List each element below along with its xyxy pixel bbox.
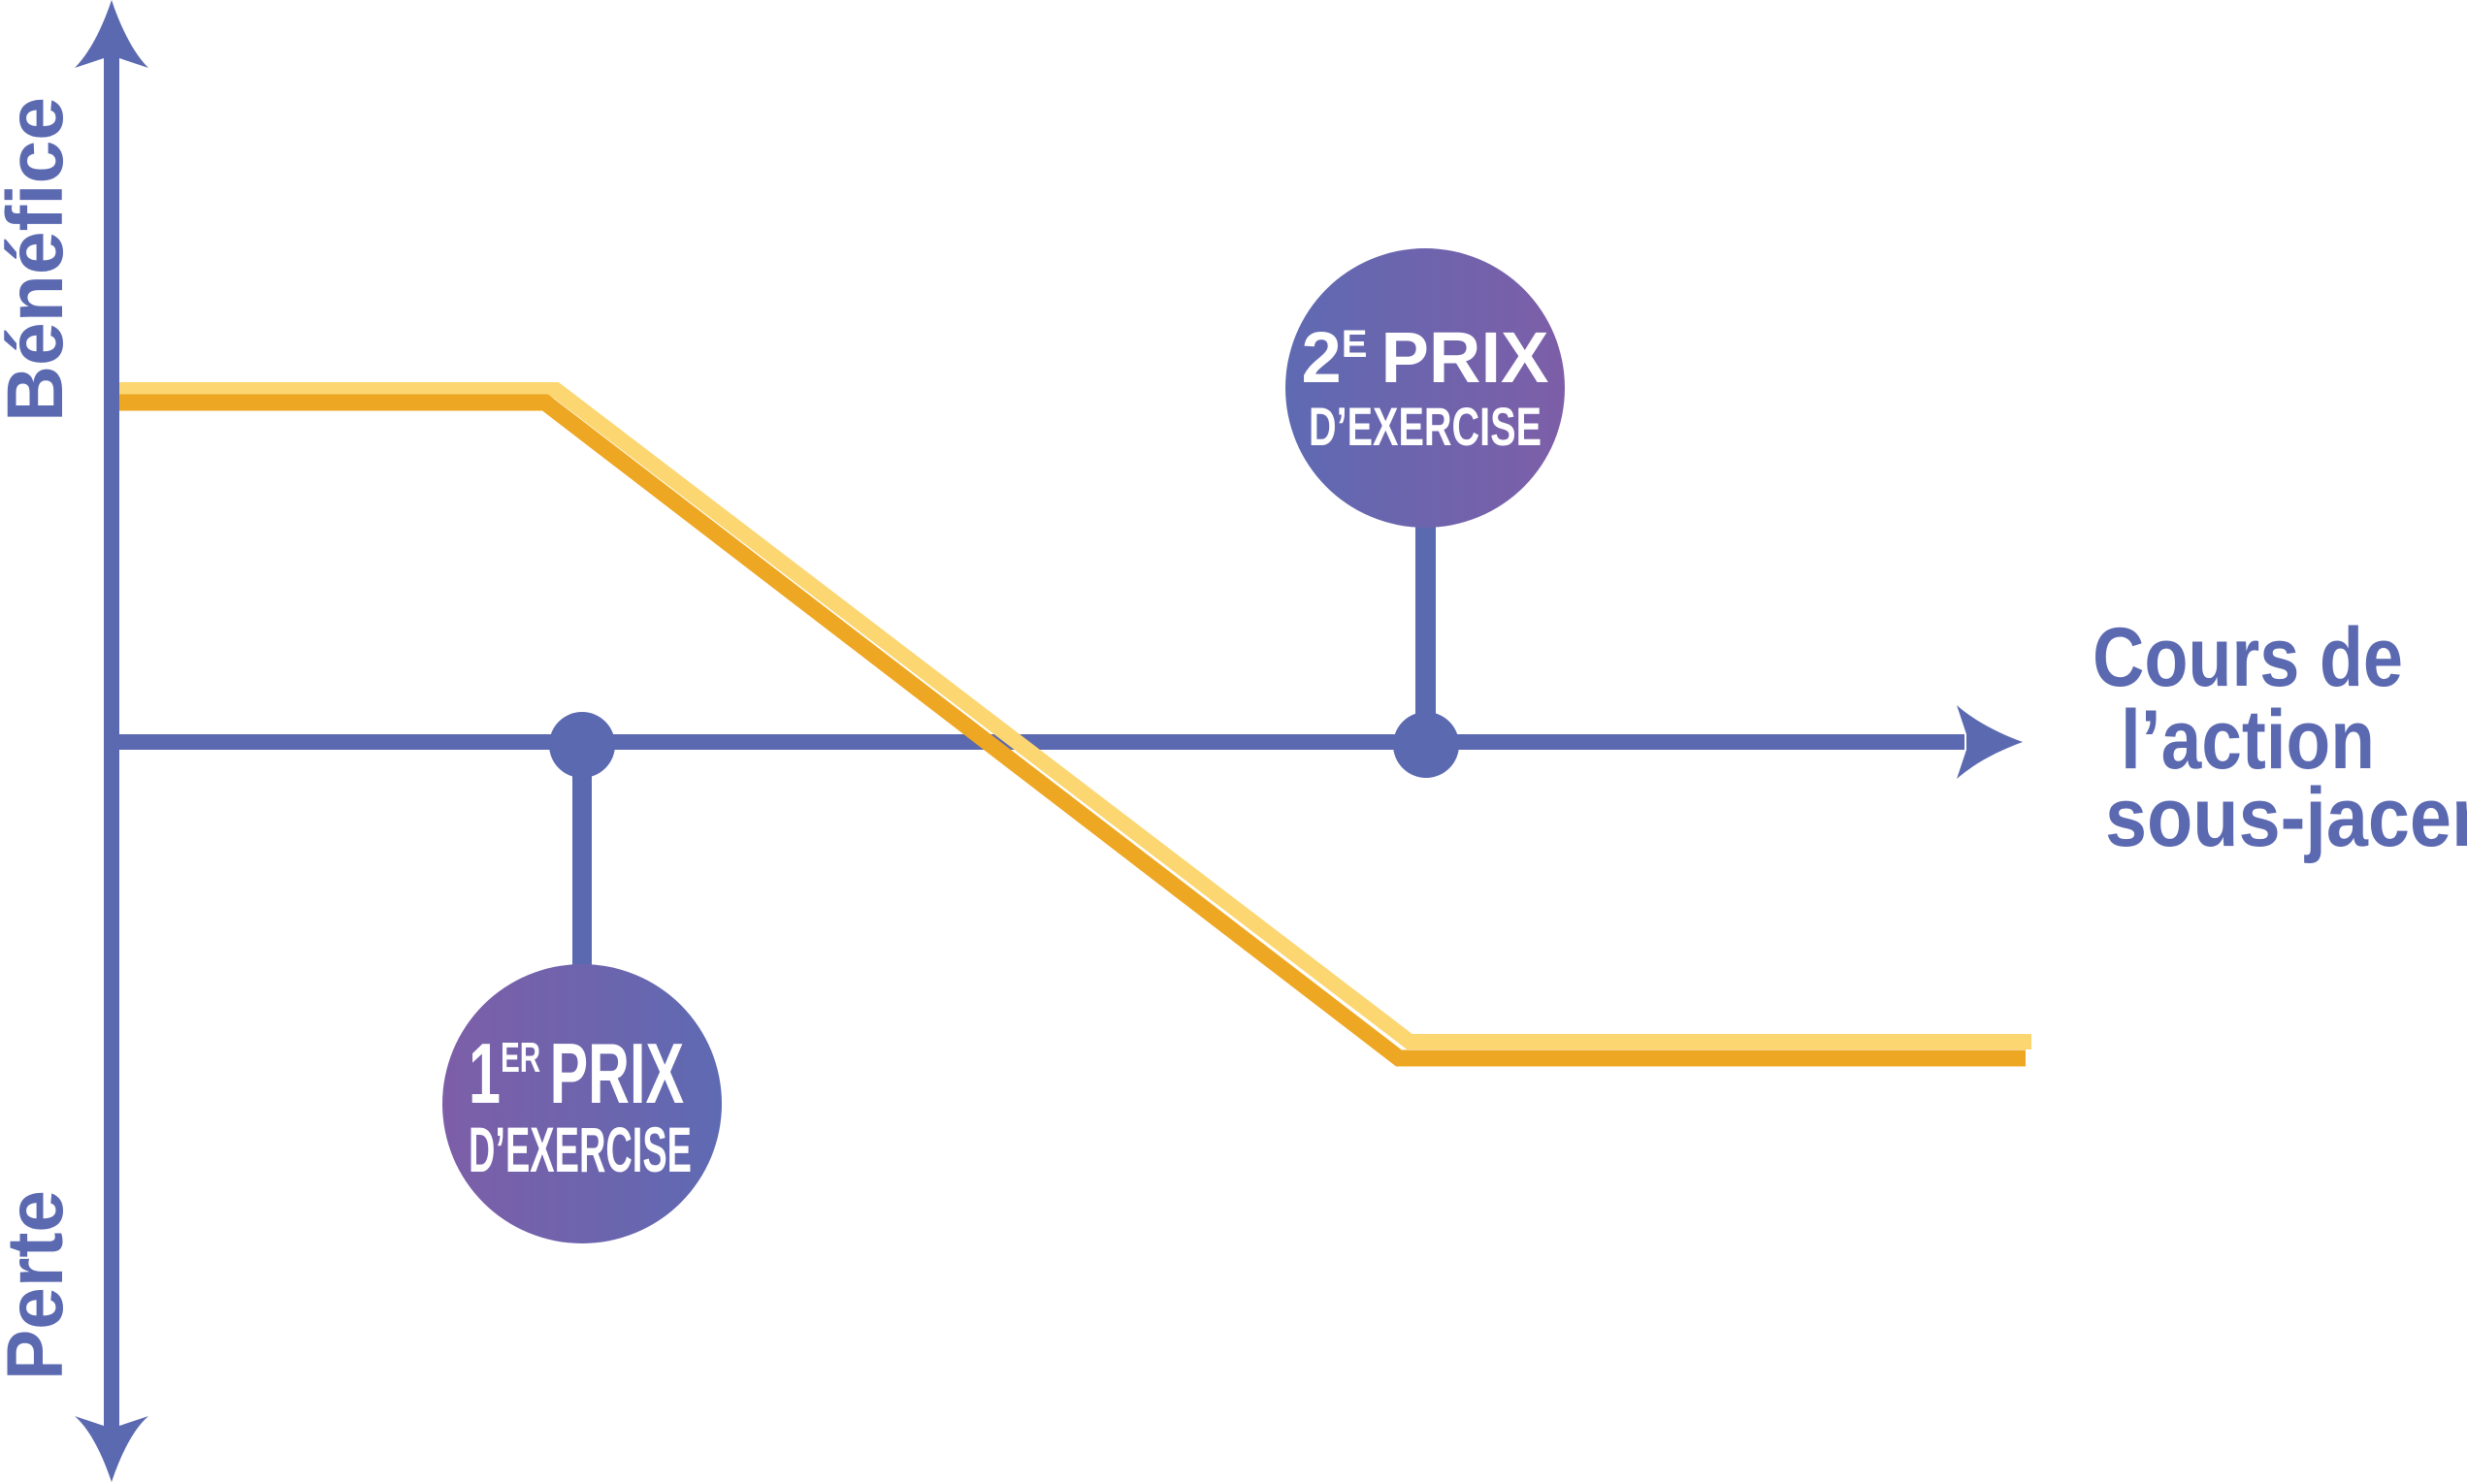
y-axis-arrow-down-icon bbox=[75, 1416, 148, 1482]
strike-2-badge: 2E PRIX D’EXERCISE bbox=[1285, 248, 1565, 528]
x-axis-label-line-1: Cours de bbox=[2093, 611, 2403, 704]
strike-2-ordinal-suffix: E bbox=[1342, 323, 1368, 366]
strike-1-marker bbox=[549, 712, 615, 778]
strike-2-stem bbox=[1415, 514, 1436, 745]
strike-1-badge: 1ERPRIX D’EXERCISE bbox=[442, 964, 722, 1243]
strike-2-word: PRIX bbox=[1380, 317, 1548, 398]
strike-1-word: PRIX bbox=[550, 1025, 684, 1121]
strike-1-badge-circle bbox=[442, 964, 722, 1243]
x-axis-label: Cours de l’action sous-jacent bbox=[2093, 611, 2467, 864]
x-axis-label-line-2: l’action bbox=[2121, 694, 2375, 787]
strike-1-ordinal: 1 bbox=[469, 1025, 501, 1121]
strike-2-badge-circle bbox=[1285, 248, 1565, 528]
x-axis-arrow-right-icon bbox=[1957, 705, 2023, 779]
strike-2-badge-subtitle: D’EXERCISE bbox=[1309, 396, 1542, 457]
y-axis-arrow-up-icon bbox=[75, 0, 148, 68]
strike-1-badge-title: 1ERPRIX bbox=[469, 1025, 684, 1121]
y-axis-label-profit: Bénéfice bbox=[0, 97, 80, 422]
payoff-line-highlight bbox=[119, 382, 2031, 1049]
strike-2-ordinal: 2 bbox=[1302, 317, 1342, 398]
strike-2-badge-title: 2E PRIX bbox=[1302, 317, 1549, 398]
x-axis bbox=[112, 705, 2023, 779]
payoff-line-main bbox=[119, 394, 2026, 1067]
strike-1-badge-subtitle: D’EXERCISE bbox=[469, 1113, 692, 1185]
strike-1-ordinal-suffix: ER bbox=[501, 1034, 540, 1081]
x-axis-label-line-3: sous-jacent bbox=[2105, 771, 2467, 864]
x-axis-line bbox=[112, 734, 1964, 750]
payoff-line bbox=[119, 382, 2031, 1067]
y-axis-label-loss: Perte bbox=[0, 1190, 80, 1380]
strike-2-marker bbox=[1393, 712, 1459, 778]
strike-1-stem bbox=[572, 745, 592, 968]
